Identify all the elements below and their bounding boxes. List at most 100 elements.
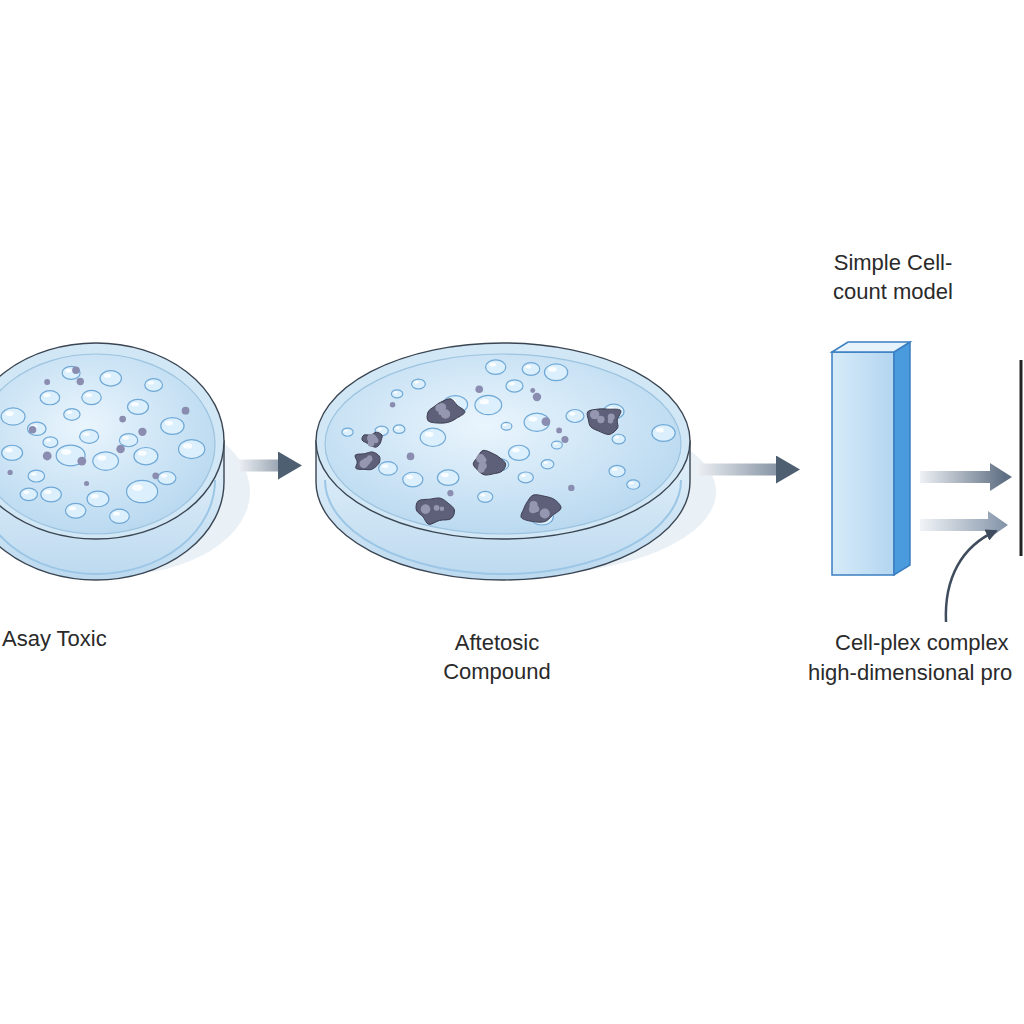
cell-bubble — [566, 410, 584, 423]
cell-highlight — [97, 455, 106, 460]
debris-dot — [533, 393, 541, 401]
cluster-spot — [438, 410, 443, 415]
debris-dot — [390, 402, 396, 408]
cell-highlight — [480, 399, 489, 404]
petri-dish: Asay Toxic — [0, 340, 227, 585]
cell-highlight — [425, 432, 434, 437]
cluster-spot — [421, 504, 430, 513]
cell-group — [1, 366, 205, 523]
debris-dot — [561, 436, 568, 443]
cluster-spot — [597, 416, 604, 423]
cell-bubble — [158, 472, 176, 485]
cluster-spot — [608, 418, 613, 423]
cell-highlight — [131, 402, 138, 406]
debris-dot — [116, 445, 125, 454]
cell-highlight — [503, 424, 507, 426]
cell-group — [342, 360, 675, 525]
cell-bubble — [552, 441, 563, 449]
box-side — [894, 342, 910, 575]
cell-highlight — [91, 494, 99, 498]
debris-dot — [138, 428, 146, 436]
debris-dot — [542, 417, 551, 426]
cell-bubble — [475, 395, 502, 414]
cell-highlight — [395, 427, 399, 429]
cell-bubble — [134, 448, 158, 465]
debris-dot — [182, 407, 190, 415]
cell-highlight — [656, 428, 664, 433]
dead-cell-cluster — [521, 495, 561, 523]
cell-bubble — [41, 487, 62, 502]
cell-bubble — [609, 465, 625, 477]
callout-arrow — [946, 531, 996, 622]
cell-highlight — [414, 381, 419, 384]
cell-highlight — [161, 474, 167, 478]
cell-bubble — [391, 390, 402, 398]
debris-dot — [8, 470, 13, 475]
cell-bubble — [128, 399, 149, 414]
flow-arrow — [238, 460, 284, 472]
cell-bubble — [87, 491, 109, 507]
cell-highlight — [183, 443, 192, 448]
dish-outline — [0, 340, 227, 585]
cell-highlight — [31, 472, 37, 475]
cluster-spot — [434, 505, 440, 511]
cell-bubble — [627, 480, 640, 489]
cell-bubble — [100, 371, 121, 386]
dead-cell-cluster — [362, 432, 382, 447]
dead-cell-group — [355, 399, 621, 525]
output-arrow — [920, 463, 1012, 491]
debris-dot — [72, 366, 80, 374]
cluster-spot — [368, 440, 375, 447]
cell-bubble — [179, 440, 205, 459]
debris-dot — [556, 428, 562, 434]
cell-highlight — [65, 369, 71, 373]
cell-bubble — [80, 430, 99, 444]
dead-cell-cluster — [587, 409, 621, 435]
cell-highlight — [148, 381, 154, 385]
cell-bubble — [110, 509, 130, 523]
cell-highlight — [5, 448, 12, 452]
cell-bubble — [612, 434, 625, 444]
cell-bubble — [508, 445, 529, 460]
cell-bubble — [486, 360, 506, 375]
debris-dot — [152, 472, 159, 479]
cell-bubble — [393, 425, 405, 433]
cell-highlight — [67, 411, 73, 414]
cell-highlight — [23, 490, 29, 493]
cell-highlight — [614, 436, 619, 439]
debris-dot — [119, 416, 126, 423]
cell-highlight — [569, 412, 575, 416]
cell-highlight — [46, 439, 51, 442]
cell-highlight — [5, 411, 13, 416]
cell-bubble — [403, 472, 423, 487]
debris-dot — [44, 379, 50, 385]
debris-dot — [568, 485, 574, 491]
cell-highlight — [525, 365, 531, 369]
debris-dot — [447, 490, 453, 496]
cell-highlight — [441, 473, 449, 477]
box-top — [832, 342, 910, 352]
cluster-spot — [367, 455, 372, 460]
cluster-spot — [476, 454, 485, 463]
cell-bubble — [506, 380, 523, 392]
cell-bubble — [541, 460, 554, 469]
debris-dot — [475, 385, 483, 393]
cell-highlight — [382, 464, 389, 468]
cell-bubble — [20, 488, 37, 500]
cell-highlight — [543, 461, 547, 464]
output-arrow — [920, 511, 1008, 539]
debris-dot — [29, 426, 36, 433]
cell-bubble — [437, 470, 458, 485]
cluster-spot — [359, 459, 368, 468]
dead-cell-cluster — [473, 450, 506, 475]
dish-rim — [316, 343, 690, 539]
cluster-spot — [540, 509, 550, 519]
dead-cell-cluster — [355, 452, 380, 470]
box-front — [832, 352, 894, 575]
cell-highlight — [138, 451, 146, 456]
cell-bubble — [342, 428, 353, 436]
cluster-spot — [478, 466, 485, 473]
cell-bubble — [2, 445, 23, 460]
